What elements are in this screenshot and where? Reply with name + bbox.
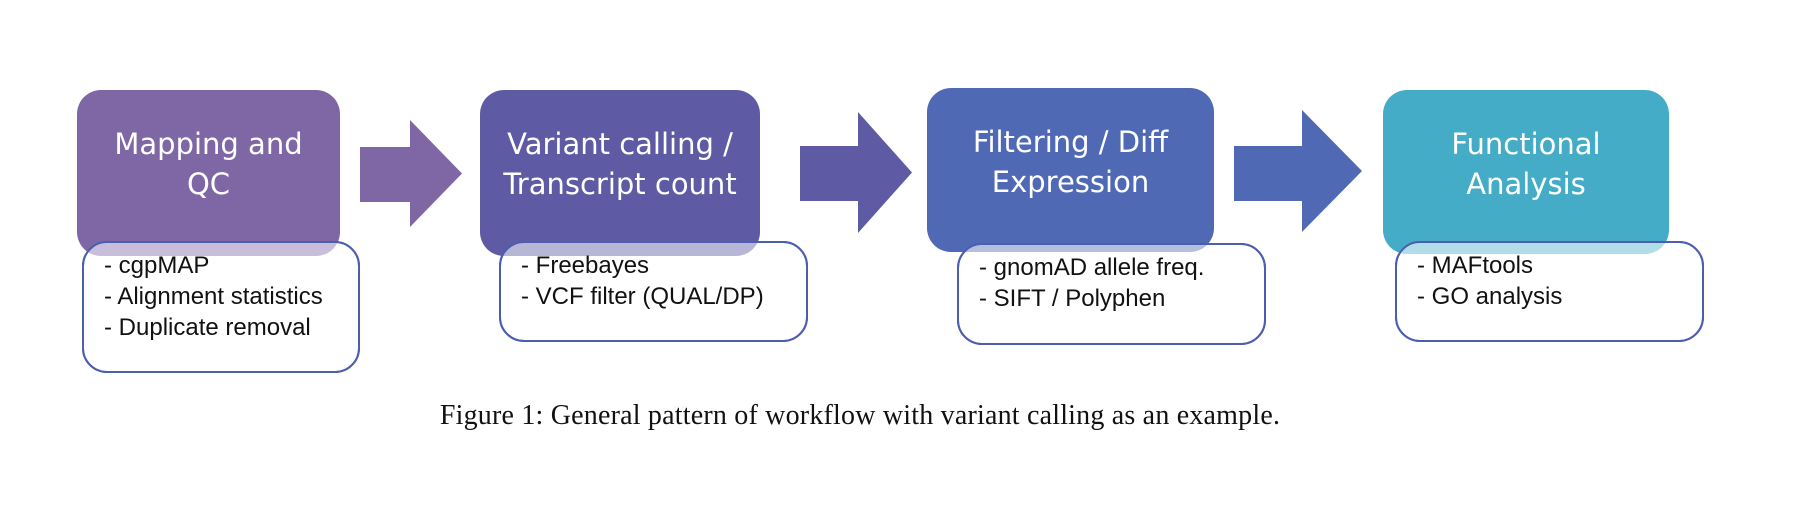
flow-arrow-head — [858, 112, 912, 233]
flow-arrow-head — [410, 120, 462, 227]
flow-arrow-body — [800, 146, 858, 201]
detail-item: - gnomAD allele freq. — [979, 254, 1204, 281]
stage-title-line: Analysis — [1466, 167, 1585, 201]
detail-item: - MAFtools — [1417, 252, 1533, 279]
detail-item: - SIFT / Polyphen — [979, 285, 1165, 312]
flow-arrow-body — [1234, 146, 1302, 201]
detail-item: - cgpMAP — [104, 252, 209, 279]
stage-title-line: Mapping and — [114, 127, 302, 161]
detail-box-outline — [957, 243, 1266, 345]
stage-title-line: Transcript count — [502, 167, 736, 201]
detail-item: - VCF filter (QUAL/DP) — [521, 283, 764, 310]
stage-title-line: Filtering / Diff — [973, 125, 1169, 159]
detail-item: - Duplicate removal — [104, 314, 311, 341]
stage-box — [1383, 90, 1669, 254]
detail-item: - Freebayes — [521, 252, 649, 279]
detail-box-outline — [1395, 241, 1704, 342]
stage-title-line: Expression — [992, 165, 1149, 199]
stage-box — [927, 88, 1214, 252]
detail-box-outline — [82, 241, 360, 373]
flow-arrow-3 — [1234, 110, 1362, 232]
stage-box — [77, 90, 340, 256]
stage-title-line: Functional — [1451, 127, 1600, 161]
flow-arrow-head — [1302, 110, 1362, 232]
detail-box-outline — [499, 241, 808, 342]
flow-arrow-body — [360, 147, 410, 202]
detail-item: - GO analysis — [1417, 283, 1562, 310]
detail-item: - Alignment statistics — [104, 283, 323, 310]
stage-title-line: Variant calling / — [507, 127, 733, 161]
flow-arrow-1 — [360, 120, 462, 227]
stage-title-line: QC — [187, 167, 230, 201]
stage-2: Variant calling / Transcript count - Freeb… — [480, 90, 808, 342]
flow-arrow-2 — [800, 112, 912, 233]
stage-box — [480, 90, 760, 256]
figure-caption: Figure 1: General pattern of workflow wi… — [439, 400, 1281, 431]
